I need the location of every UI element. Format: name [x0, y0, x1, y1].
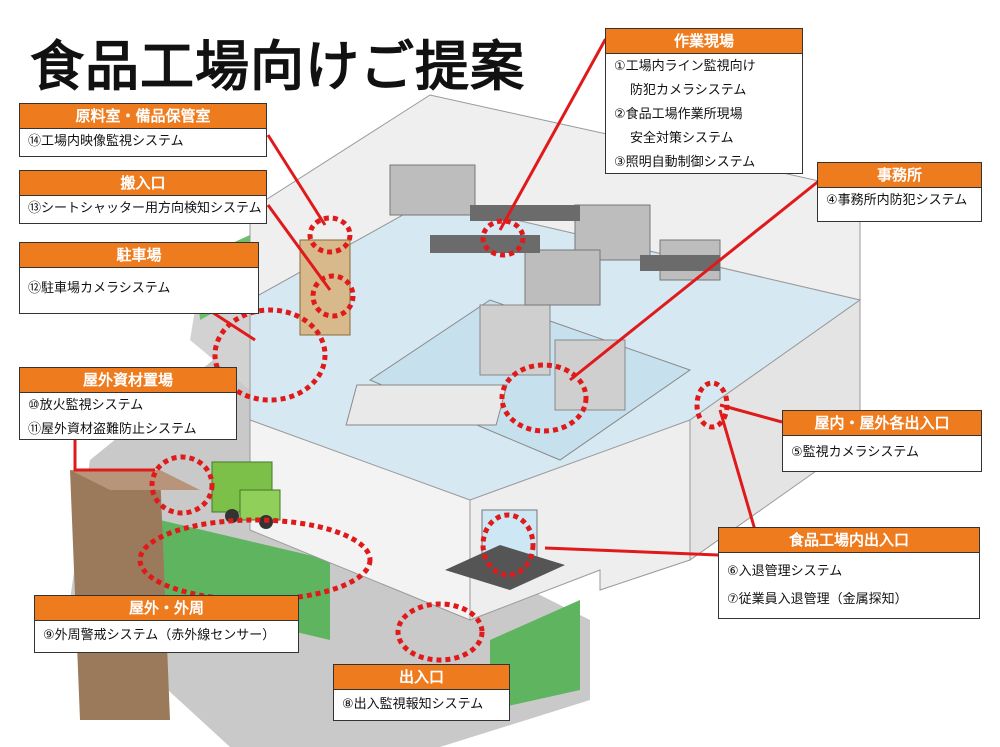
marker-exits	[694, 380, 730, 430]
leader-loading	[266, 204, 332, 291]
callout-heading: 搬入口	[20, 171, 266, 196]
marker-outdoor-storage	[149, 454, 215, 516]
callout-line: ②食品工場作業所現場	[614, 107, 743, 122]
marker-parking	[212, 307, 328, 403]
callout-heading: 原料室・備品保管室	[20, 104, 266, 129]
conveyor-3	[640, 255, 720, 271]
leader-outdoor-storage	[73, 440, 155, 472]
callout-line: ④事務所内防犯システム	[826, 193, 968, 208]
callout-heading: 作業現場	[606, 29, 802, 54]
callout-heading: 屋外・外周	[35, 596, 298, 621]
page-title: 食品工場向けご提案	[30, 35, 525, 98]
callout-storage: 原料室・備品保管室 ⑭工場内映像監視システム	[19, 103, 267, 157]
lawn-strip-right	[490, 600, 580, 710]
conveyor-1	[430, 235, 540, 253]
callout-line: ⑫駐車場カメラシステム	[28, 281, 171, 296]
truck-cab	[239, 489, 281, 521]
office-room-floor	[368, 299, 692, 461]
callout-line: ⑧出入監視報知システム	[342, 697, 484, 712]
boundary-wall-top	[70, 470, 200, 490]
entrance-mat	[445, 545, 565, 590]
callout-line: ⑤監視カメラシステム	[791, 445, 920, 460]
callout-heading: 駐車場	[20, 243, 258, 268]
marker-office	[499, 362, 589, 434]
callout-parking: 駐車場 ⑫駐車場カメラシステム	[19, 242, 259, 314]
callout-gate: 出入口 ⑧出入監視報知システム	[333, 664, 510, 721]
callout-work-site: 作業現場 ①工場内ライン監視向け 防犯カメラシステム ②食品工場作業所現場 安全…	[605, 28, 803, 174]
callout-line: ⑦従業員入退管理（金属探知）	[727, 592, 908, 607]
leader-factory-entrance-2	[718, 409, 757, 531]
sheet-shutter	[299, 239, 351, 336]
callout-line: ⑬シートシャッター用方向検知システム	[28, 201, 262, 216]
marker-factory-entrance	[480, 512, 536, 578]
marker-loading	[310, 273, 356, 319]
callout-heading: 出入口	[334, 665, 509, 690]
office-desk	[345, 384, 508, 426]
callout-office: 事務所 ④事務所内防犯システム	[817, 162, 982, 222]
callout-perimeter: 屋外・外周 ⑨外周警戒システム（赤外線センサー）	[34, 595, 299, 653]
callout-line: 安全対策システム	[630, 131, 734, 146]
callout-line: ⑩放火監視システム	[28, 398, 144, 413]
conveyor-2	[470, 205, 580, 221]
leader-storage	[266, 134, 327, 226]
callout-line: ⑪屋外資材盗難防止システム	[28, 422, 197, 437]
marker-storage	[307, 215, 353, 255]
callout-loading: 搬入口 ⑬シートシャッター用方向検知システム	[19, 170, 267, 224]
callout-line: ③照明自動制御システム	[614, 155, 756, 170]
marker-gate	[395, 601, 485, 663]
callout-line: 防犯カメラシステム	[630, 83, 747, 98]
leader-factory-entrance	[544, 546, 719, 557]
locker-group-2	[554, 339, 626, 411]
machine-1	[389, 164, 476, 216]
callout-outdoor-storage: 屋外資材置場 ⑩放火監視システム ⑪屋外資材盗難防止システム	[19, 367, 237, 440]
callout-factory-entrance: 食品工場内出入口 ⑥入退管理システム ⑦従業員入退管理（金属探知）	[718, 527, 980, 619]
callout-line: ⑨外周警戒システム（赤外線センサー）	[43, 628, 276, 643]
callout-line: ①工場内ライン監視向け	[614, 59, 756, 74]
callout-exits: 屋内・屋外各出入口 ⑤監視カメラシステム	[782, 410, 982, 472]
machine-3	[524, 249, 601, 306]
callout-heading: 屋内・屋外各出入口	[783, 411, 981, 436]
leader-office	[569, 178, 821, 382]
callout-line: ⑭工場内映像監視システム	[28, 134, 184, 149]
callout-heading: 食品工場内出入口	[719, 528, 979, 553]
callout-heading: 屋外資材置場	[20, 368, 236, 393]
leader-exits	[719, 403, 783, 424]
marker-work-site	[480, 218, 526, 258]
callout-line: ⑥入退管理システム	[727, 564, 843, 579]
callout-heading: 事務所	[818, 163, 981, 188]
